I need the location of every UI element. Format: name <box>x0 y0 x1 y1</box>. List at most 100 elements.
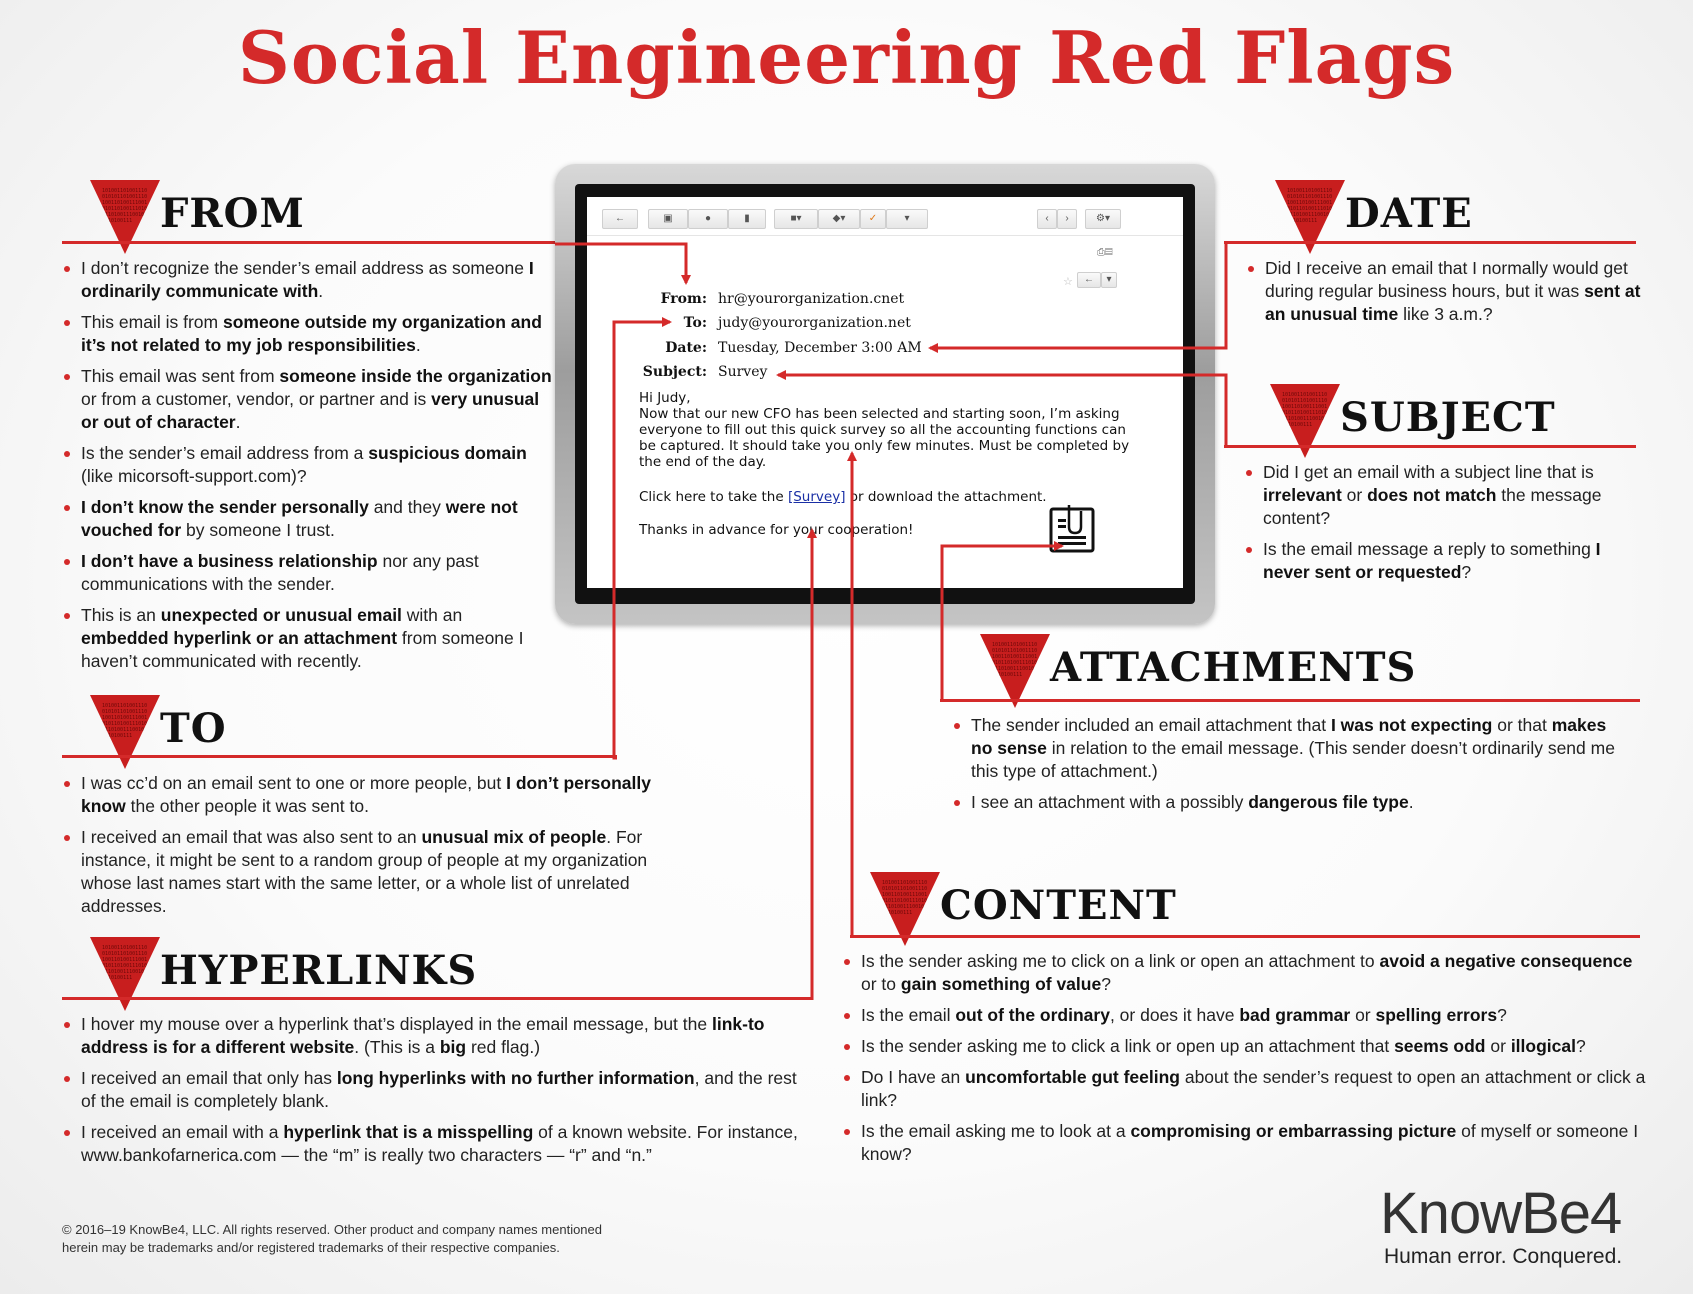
bullet-text: . <box>1408 792 1414 812</box>
prev-icon[interactable]: ‹ <box>1037 209 1057 229</box>
attachment-document-icon[interactable] <box>1049 503 1095 553</box>
knowbe4-logo: KnowBe4 <box>1380 1181 1622 1246</box>
survey-link[interactable]: [Survey] <box>787 489 846 505</box>
bullet-text: I received an email that only has <box>81 1068 337 1088</box>
section-to-rule <box>62 755 617 758</box>
bullet-text: and they <box>368 497 446 517</box>
email-date-value: Tuesday, December 3:00 AM <box>718 340 922 356</box>
bullet-text: I see an attachment with a possibly <box>971 792 1249 812</box>
bullet-text: or <box>1485 1036 1511 1056</box>
folder-icon[interactable]: ■▾ <box>774 209 818 229</box>
bullet-text: from someone I haven’t communicated with… <box>81 628 524 671</box>
section-subject-header: 1010011010011100101011010011101001101001… <box>1270 384 1650 462</box>
bullet-text: Is the email asking me to look at a <box>861 1121 1131 1141</box>
bullet-emphasis: embedded hyperlink or an attachment <box>81 628 398 648</box>
more-dropdown-icon[interactable]: ▾ <box>886 209 928 229</box>
bullet-emphasis: link-to address is for a different websi… <box>81 1014 765 1057</box>
reply-small-icon[interactable]: ← <box>1077 272 1101 288</box>
bullet-emphasis: unusual mix of people <box>421 827 607 847</box>
copyright-line: herein may be trademarks and/or register… <box>62 1240 560 1255</box>
more-options-icon[interactable]: ✓ <box>860 209 886 229</box>
bullet-item: Is the sender’s email address from a sus… <box>62 442 552 488</box>
section-to-header: 1010011010011100101011010011101001101001… <box>90 695 390 773</box>
bullet-text: . <box>415 335 421 355</box>
bullet-text: by someone I trust. <box>181 520 335 540</box>
bullet-emphasis: sent at an unusual time <box>1265 281 1641 324</box>
bullet-text: or to <box>861 974 901 994</box>
bullet-emphasis: bad grammar <box>1239 1005 1351 1025</box>
section-attachments-title: ATTACHMENTS <box>1050 644 1417 691</box>
bullet-text: . <box>318 281 324 301</box>
bullet-emphasis: I don’t know the sender personally <box>81 497 369 517</box>
bullet-text: of a known website. For instance, www.ba… <box>81 1122 798 1165</box>
bullet-emphasis: dangerous file type <box>1248 792 1409 812</box>
email-subject-value: Survey <box>718 364 768 380</box>
print-icon[interactable]: ⎙▤ <box>1097 247 1113 258</box>
bullet-emphasis: uncomfortable gut feeling <box>965 1067 1180 1087</box>
email-screen: ← ▣ ● ▮ ■▾ ◆▾ ✓ ▾ ‹ › ⚙▾ ⎙▤ ☆ ← ▾ From: … <box>587 197 1183 588</box>
reply-dropdown-icon[interactable]: ▾ <box>1101 272 1117 288</box>
section-from-bullets: I don’t recognize the sender’s email add… <box>62 257 552 681</box>
monitor-frame: ← ▣ ● ▮ ■▾ ◆▾ ✓ ▾ ‹ › ⚙▾ ⎙▤ ☆ ← ▾ From: … <box>555 164 1215 624</box>
bullet-emphasis: I don’t personally know <box>81 773 651 816</box>
bullet-item: I received an email that only has long h… <box>62 1067 802 1113</box>
bullet-emphasis: irrelevant <box>1263 485 1342 505</box>
bullet-text: nor any past communications with the sen… <box>81 551 479 594</box>
settings-gear-icon[interactable]: ⚙▾ <box>1085 209 1121 229</box>
bullet-emphasis: out of the ordinary <box>955 1005 1110 1025</box>
bullet-emphasis: spelling errors <box>1375 1005 1498 1025</box>
info-icon[interactable]: ● <box>688 209 728 229</box>
bullet-text: . <box>235 412 241 432</box>
bullet-text: I was cc’d on an email sent to one or mo… <box>81 773 507 793</box>
next-icon[interactable]: › <box>1057 209 1077 229</box>
bullet-text: with an <box>401 605 463 625</box>
copyright-line: © 2016–19 KnowBe4, LLC. All rights reser… <box>62 1222 603 1237</box>
section-subject-title: SUBJECT <box>1340 394 1556 441</box>
bullet-text: the other people it was sent to. <box>125 796 369 816</box>
archive-icon[interactable]: ▣ <box>648 209 688 229</box>
bullet-item: I received an email that was also sent t… <box>62 826 662 918</box>
tag-icon[interactable]: ◆▾ <box>818 209 860 229</box>
section-hyperlinks-bullets: I hover my mouse over a hyperlink that’s… <box>62 1013 802 1175</box>
bullet-text: Do I have an <box>861 1067 966 1087</box>
bullet-text: (like micorsoft-support.com)? <box>81 466 307 486</box>
page-title: Social Engineering Red Flags <box>237 15 1456 100</box>
bullet-emphasis: big <box>439 1037 467 1057</box>
bullet-text: I received an email that was also sent t… <box>81 827 422 847</box>
bullet-text: or <box>1350 1005 1376 1025</box>
section-date-header: 1010011010011100101011010011101001101001… <box>1275 180 1575 258</box>
email-link-prefix: Click here to take the <box>639 489 788 505</box>
bullet-item: This is an unexpected or unusual email w… <box>62 604 552 673</box>
bullet-text: This email was sent from <box>81 366 280 386</box>
section-content-title: CONTENT <box>940 882 1177 929</box>
star-icon[interactable]: ☆ <box>1063 276 1073 288</box>
bullet-emphasis: makes no sense <box>971 715 1607 758</box>
bullet-emphasis: I don’t have a business relationship <box>81 551 378 571</box>
bullet-emphasis: avoid a negative consequence <box>1379 951 1633 971</box>
email-link-suffix: or download the attachment. <box>845 489 1047 505</box>
bullet-emphasis: I never sent or requested <box>1263 539 1601 582</box>
bullet-item: I don’t know the sender personally and t… <box>62 496 552 542</box>
reply-icon[interactable]: ← <box>602 209 638 229</box>
bullet-emphasis: does not match <box>1367 485 1497 505</box>
trash-icon[interactable]: ▮ <box>728 209 766 229</box>
bullet-item: The sender included an email attachment … <box>952 714 1632 783</box>
bullet-text: Is the sender asking me to click a link … <box>861 1036 1395 1056</box>
bullet-item: Did I get an email with a subject line t… <box>1244 461 1644 530</box>
bullet-emphasis: seems odd <box>1394 1036 1486 1056</box>
section-date-rule <box>1224 241 1636 244</box>
toolbar-divider <box>587 235 1183 236</box>
bullet-text: The sender included an email attachment … <box>971 715 1331 735</box>
section-content-rule <box>850 935 1640 938</box>
bullet-item: I don’t have a business relationship nor… <box>62 550 552 596</box>
email-link-line: Click here to take the [Survey] or downl… <box>639 489 1047 506</box>
bullet-text: This email is from <box>81 312 223 332</box>
section-attachments-bullets: The sender included an email attachment … <box>952 714 1632 822</box>
section-date-bullets: Did I receive an email that I normally w… <box>1246 257 1646 334</box>
bullet-text: This is an <box>81 605 161 625</box>
bullet-emphasis: compromising or embarrassing picture <box>1130 1121 1457 1141</box>
bullet-emphasis: someone outside my organization and it’s… <box>81 312 542 355</box>
bullet-emphasis: illogical <box>1510 1036 1576 1056</box>
bullet-item: Do I have an uncomfortable gut feeling a… <box>842 1066 1652 1112</box>
email-from-value: hr@yourorganization.cnet <box>718 291 905 307</box>
